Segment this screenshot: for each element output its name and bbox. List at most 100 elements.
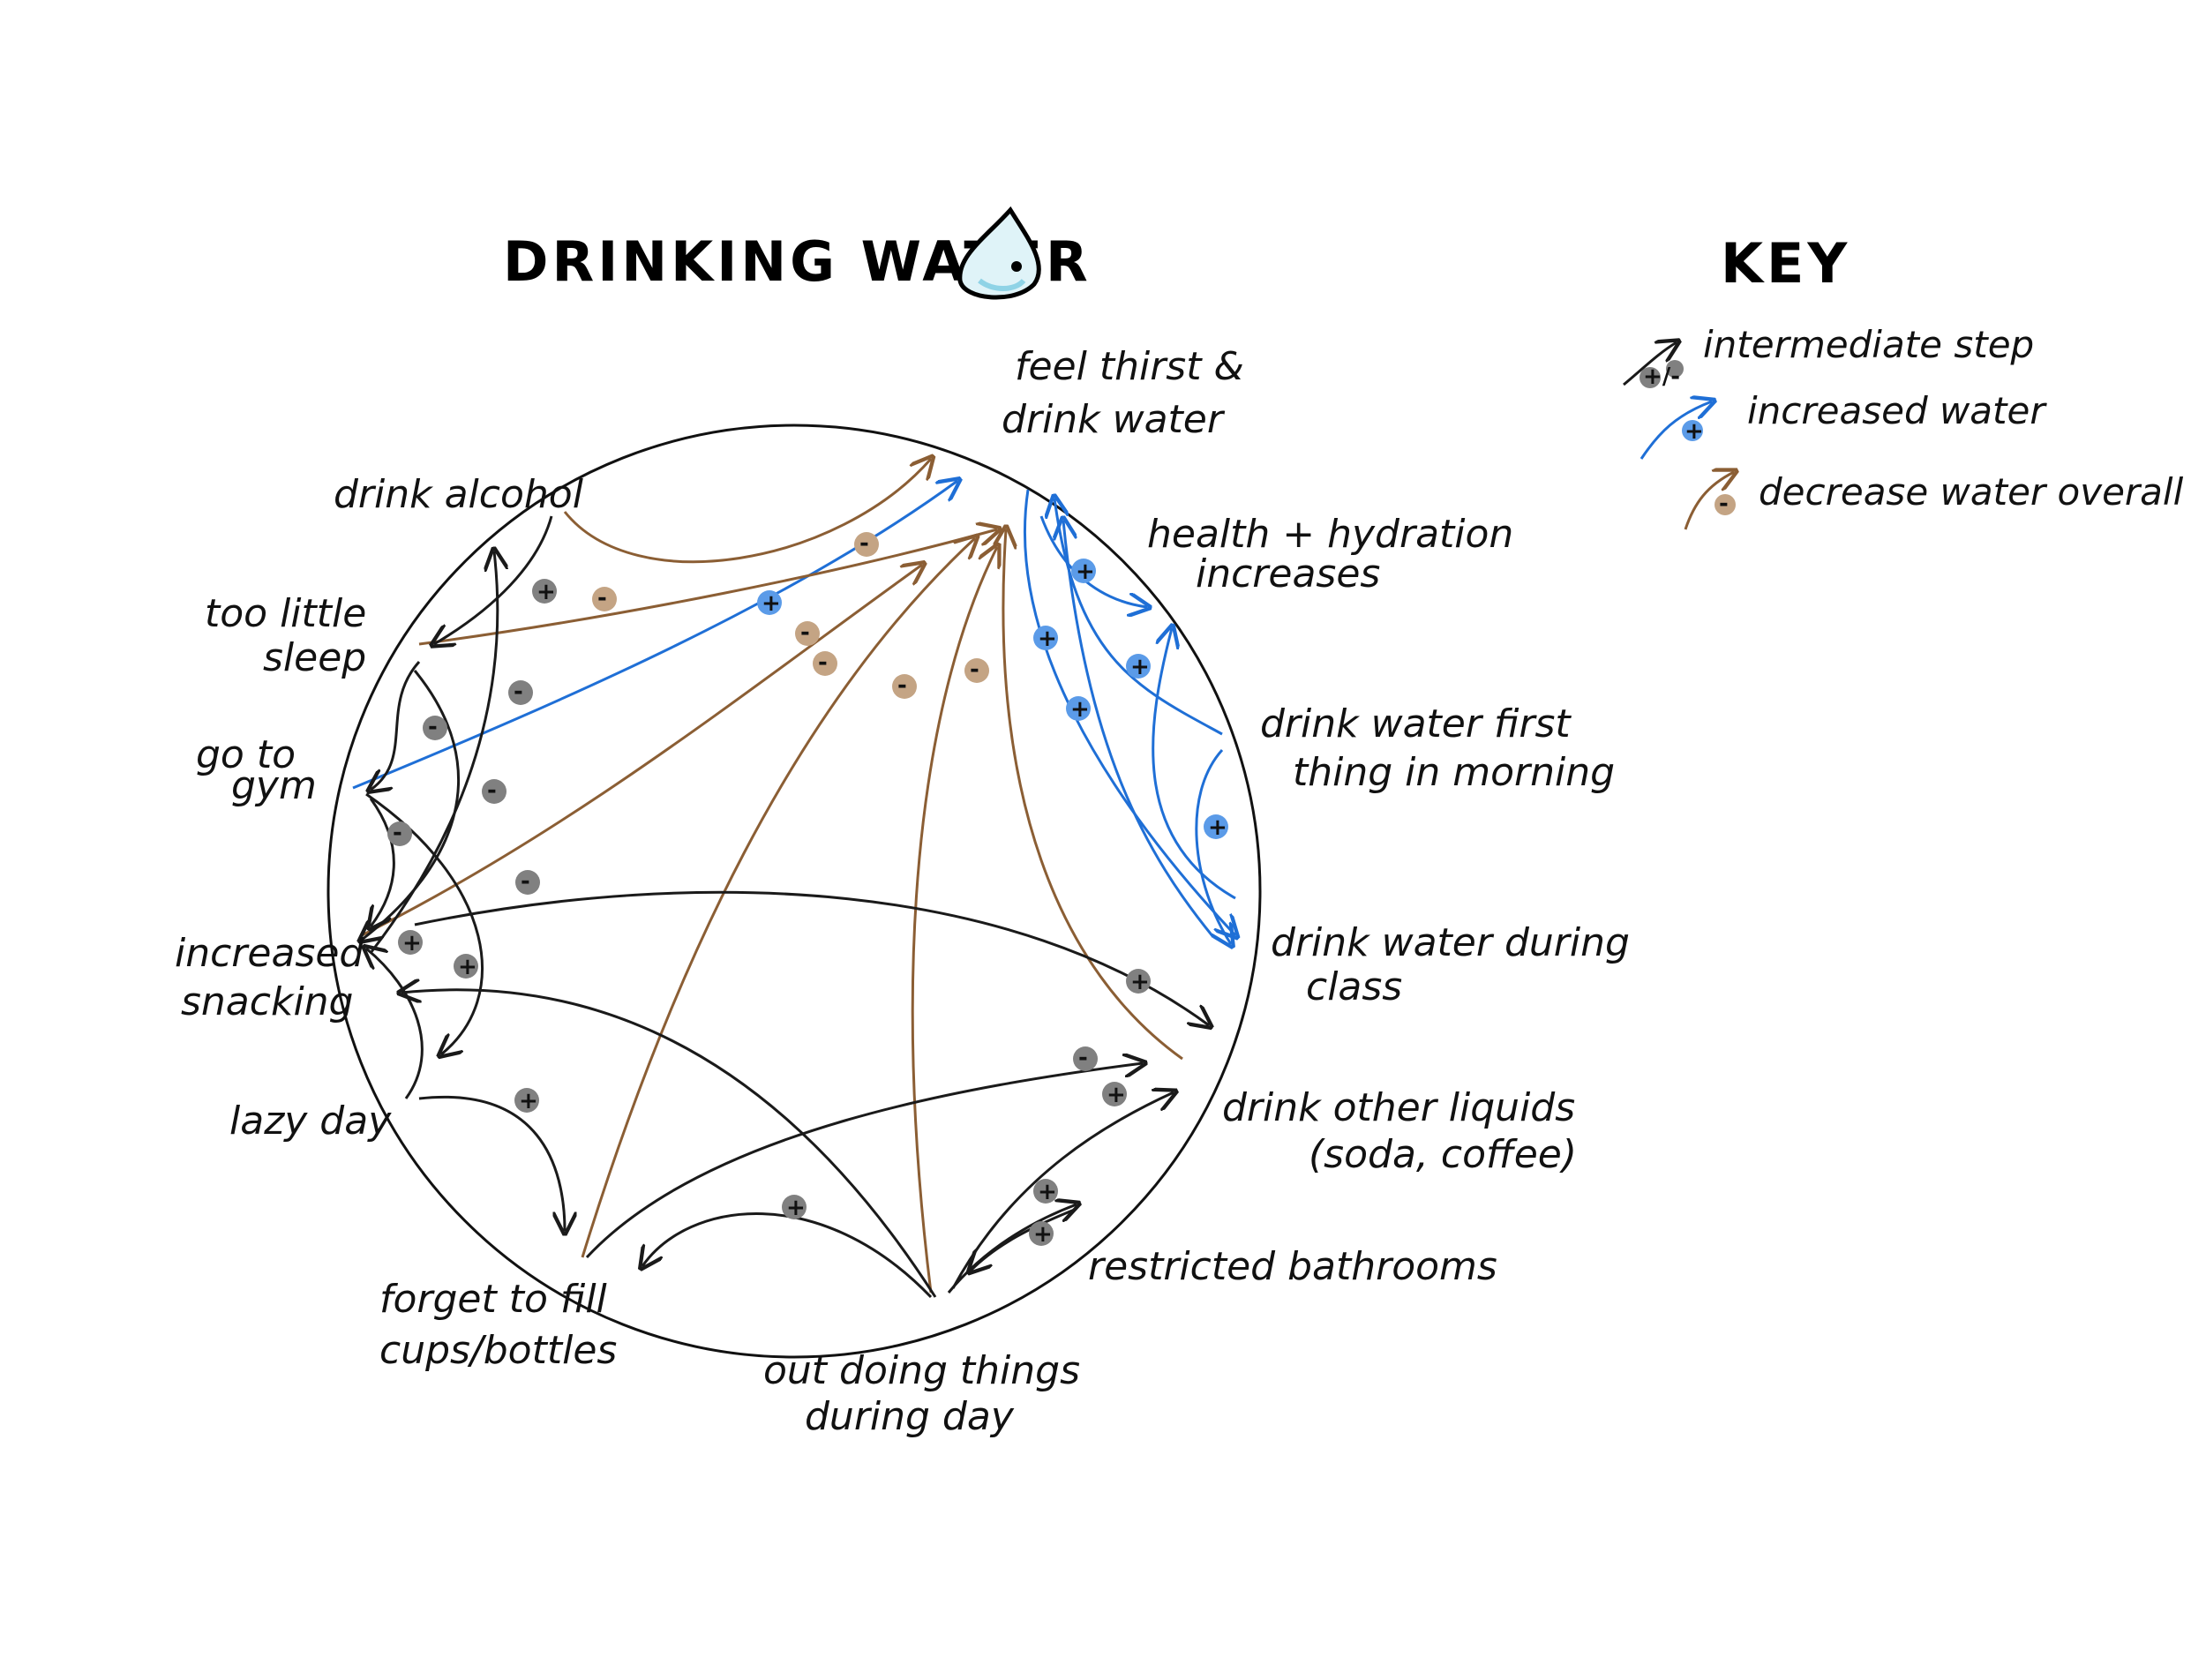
svg-text:-: -	[428, 714, 438, 740]
plus-marker: +	[454, 954, 478, 980]
plus-marker: +	[1066, 696, 1091, 723]
svg-text:-: -	[897, 672, 907, 699]
node-forget-fill: forget to fill cups/bottles	[379, 1277, 617, 1373]
node-label-line2: thing in morning	[1293, 750, 1615, 795]
node-feel-thirst: feel thirst & drink water	[1002, 344, 1244, 442]
node-label-line2: snacking	[181, 979, 354, 1024]
node-label-line1: restricted bathrooms	[1088, 1244, 1497, 1289]
edge-snacking-to-alcohol	[369, 551, 498, 954]
edge-first-to-class	[1195, 748, 1231, 944]
node-health-hydration: health + hydration increases	[1147, 512, 1513, 596]
svg-text:-: -	[393, 820, 402, 846]
node-label-line1: health + hydration	[1147, 512, 1513, 557]
legend-sign: +/-	[1643, 364, 1680, 390]
plus-marker: +	[1204, 814, 1228, 841]
svg-text:-: -	[597, 585, 607, 611]
svg-text:-: -	[1078, 1045, 1088, 1071]
loop-circle	[326, 424, 1262, 1359]
plus-marker: +	[1102, 1082, 1127, 1108]
edge-out-to-other	[951, 1092, 1174, 1289]
plus-marker: +	[782, 1195, 807, 1221]
edge-out-to-thirst	[911, 547, 997, 1294]
node-label-line1: drink water first	[1260, 701, 1572, 746]
edge-gym-to-snacking	[371, 798, 395, 926]
svg-text:+: +	[1076, 559, 1095, 585]
node-label-line2: drink water	[1002, 397, 1226, 442]
sign-markers: + - - - - - - + + + + + + - + + - - - - …	[387, 530, 1228, 1248]
node-label-line2: during day	[805, 1394, 1015, 1439]
node-restricted: restricted bathrooms	[1088, 1244, 1497, 1289]
legend-label: decrease water overall	[1759, 470, 2184, 514]
edge-gym-to-lazy	[365, 792, 484, 1054]
plus-marker: +	[757, 590, 782, 617]
node-lazy-day: lazy day	[229, 1099, 392, 1144]
plus-marker: +	[1033, 626, 1058, 652]
minus-marker: -	[795, 619, 820, 646]
minus-marker: -	[592, 585, 617, 611]
node-first-thing: drink water first thing in morning	[1260, 701, 1615, 795]
node-label-line2: gym	[231, 763, 317, 808]
edge-snacking-to-class	[414, 890, 1209, 1025]
increase-edges	[352, 481, 1236, 944]
svg-text:+: +	[1130, 969, 1150, 995]
edge-lazy-to-forget	[418, 1095, 565, 1231]
node-label-line2: increases	[1196, 551, 1380, 596]
minus-marker: -	[1073, 1045, 1098, 1071]
node-label-line1: drink alcohol	[334, 472, 584, 517]
node-label-line1: lazy day	[229, 1099, 392, 1144]
edge-sleep-to-thirst	[418, 529, 997, 646]
node-snacking: increased snacking	[175, 931, 364, 1024]
svg-text:+: +	[1070, 696, 1090, 723]
plus-marker: +	[514, 1088, 539, 1114]
node-label-line1: go to	[196, 732, 296, 777]
svg-text:-: -	[800, 619, 810, 646]
node-during-class: drink water during class	[1271, 920, 1630, 1009]
plus-marker: +	[1033, 1179, 1058, 1205]
svg-text:+: +	[402, 930, 422, 956]
node-label-line2: (soda, coffee)	[1309, 1132, 1577, 1177]
legend-sign: -	[1719, 491, 1729, 517]
minus-marker: -	[482, 777, 506, 804]
plus-marker: +	[532, 579, 557, 605]
legend-sign: +	[1685, 418, 1704, 445]
edge-restricted-loop	[971, 1207, 1077, 1271]
svg-text:-: -	[818, 649, 828, 676]
edge-restricted-to-thirst	[1003, 529, 1183, 1061]
legend: KEY +/- intermediate step + increased wa…	[1623, 231, 2184, 530]
edge-first-to-health	[1054, 499, 1223, 736]
legend-item-increase: + increased water	[1639, 389, 2047, 460]
decrease-edges	[361, 459, 1183, 1294]
edge-snacking-to-thirst	[361, 565, 922, 937]
minus-marker: -	[854, 530, 879, 557]
edge-out-to-restricted	[947, 1204, 1077, 1294]
edge-alcohol-to-thirst	[563, 459, 931, 564]
plus-marker: +	[398, 930, 423, 956]
svg-text:+: +	[1107, 1082, 1126, 1108]
svg-text:-: -	[487, 777, 497, 804]
edge-class-to-health	[1152, 628, 1236, 900]
edge-out-to-forget	[642, 1212, 933, 1299]
intermediate-edges	[362, 515, 1209, 1299]
plus-marker: +	[1071, 559, 1096, 585]
minus-marker: -	[515, 868, 540, 895]
edge-forget-to-thirst	[581, 538, 975, 1258]
node-gym: go to gym	[196, 732, 317, 808]
minus-marker: -	[508, 679, 533, 705]
node-alcohol: drink alcohol	[334, 472, 584, 517]
node-label-line1: drink other liquids	[1222, 1085, 1575, 1130]
node-out-doing: out doing things during day	[763, 1348, 1080, 1439]
node-little-sleep: too little sleep	[205, 591, 366, 680]
minus-marker: -	[387, 820, 412, 846]
svg-text:+: +	[1033, 1221, 1053, 1248]
svg-text:+: +	[536, 579, 556, 605]
svg-text:+: +	[1038, 1179, 1057, 1205]
svg-text:+: +	[519, 1088, 538, 1114]
edge-other-to-thirst	[1063, 521, 1215, 938]
minus-marker: -	[813, 649, 837, 676]
edge-forget-to-other	[585, 1063, 1143, 1259]
node-label-line1: increased	[175, 931, 364, 976]
node-label-line2: class	[1306, 964, 1402, 1009]
node-label-line1: too little	[205, 591, 366, 636]
edge-gym-to-thirst	[352, 481, 957, 790]
